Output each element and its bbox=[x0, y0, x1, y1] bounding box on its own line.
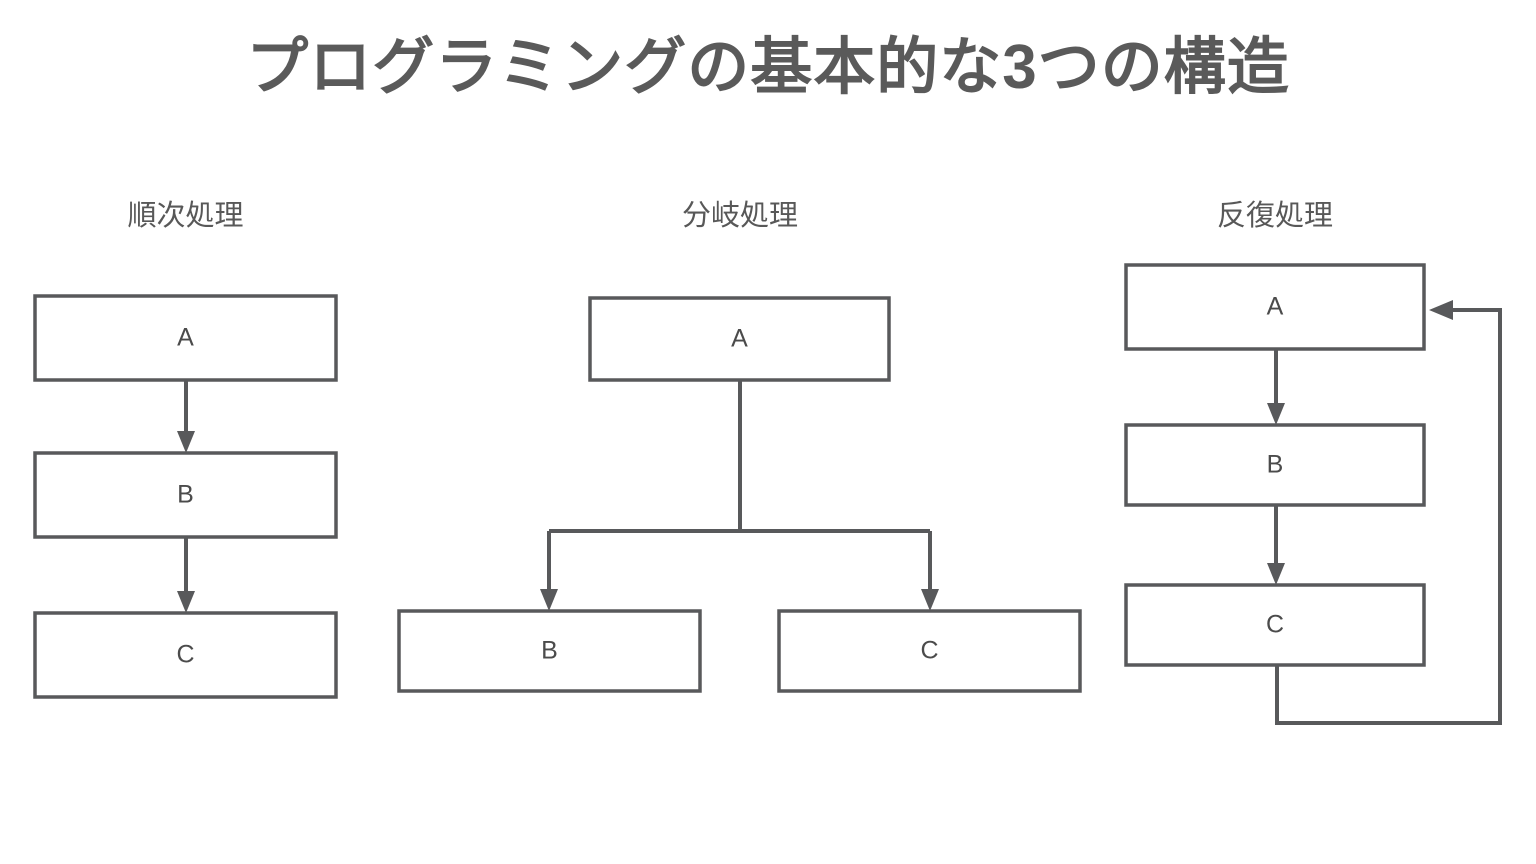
branch-node-a-label: A bbox=[731, 325, 748, 353]
branch-node-b-label: B bbox=[541, 637, 558, 665]
loop-node-a-box[interactable] bbox=[1124, 263, 1426, 351]
sequence-node-a-label: A bbox=[177, 324, 194, 352]
sequence-node-c-label: C bbox=[176, 641, 194, 669]
sequence-arrowhead-a-to-b bbox=[177, 431, 195, 453]
loop-node-b-box[interactable] bbox=[1124, 423, 1426, 507]
loop-node-a-label: A bbox=[1267, 293, 1284, 321]
flow-loop: A B C bbox=[1124, 263, 1502, 725]
branch-node-c-box[interactable] bbox=[777, 609, 1082, 693]
branch-node-c-label: C bbox=[920, 637, 938, 665]
column-heading-loop: 反復処理 bbox=[1216, 200, 1333, 232]
page-title: プログラミングの基本的な3つの構造 bbox=[246, 33, 1290, 102]
loop-node-c-label: C bbox=[1266, 611, 1284, 639]
flow-branch: A B C bbox=[397, 296, 1082, 693]
loop-arrowhead-a-to-b bbox=[1267, 403, 1285, 425]
column-heading-branch: 分岐処理 bbox=[681, 200, 798, 232]
sequence-arrowhead-b-to-c bbox=[177, 591, 195, 613]
sequence-node-b-label: B bbox=[177, 481, 194, 509]
flow-sequence: A B C bbox=[33, 294, 338, 699]
sequence-node-c-box[interactable] bbox=[33, 611, 338, 699]
branch-node-a-box[interactable] bbox=[588, 296, 891, 382]
loop-edge-c-to-a-feedback bbox=[1275, 308, 1502, 725]
loop-node-c-box[interactable] bbox=[1124, 583, 1426, 667]
loop-arrowhead-b-to-c bbox=[1267, 563, 1285, 585]
branch-arrowhead-a-to-c bbox=[921, 589, 939, 611]
branch-arrowhead-a-to-b bbox=[540, 589, 558, 611]
branch-node-b-box[interactable] bbox=[397, 609, 702, 693]
loop-arrowhead-feedback bbox=[1429, 300, 1453, 320]
column-heading-sequence: 順次処理 bbox=[127, 200, 244, 232]
sequence-node-b-box[interactable] bbox=[33, 451, 338, 539]
loop-node-b-label: B bbox=[1267, 451, 1284, 479]
sequence-node-a-box[interactable] bbox=[33, 294, 338, 382]
